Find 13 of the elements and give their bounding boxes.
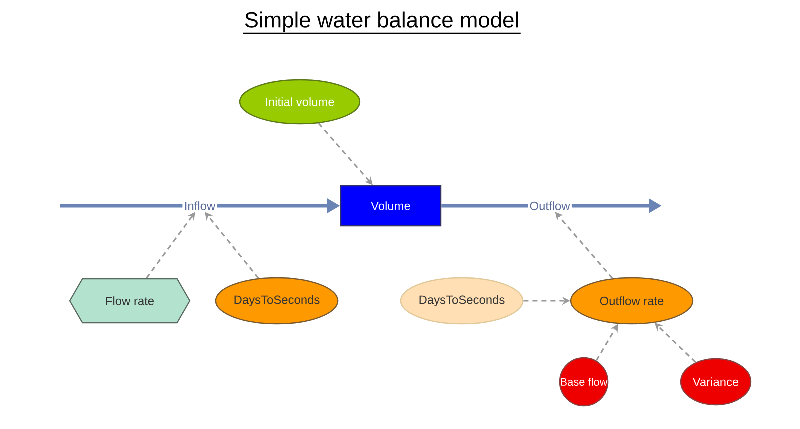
- ellipse-node: DaysToSeconds: [400, 277, 524, 325]
- ellipse-node: Outflow rate: [570, 277, 694, 325]
- flow-line: [60, 204, 183, 208]
- circle-node: Base flow: [559, 357, 609, 407]
- ellipse-node: Initial volume: [239, 79, 361, 125]
- hexagon-node: Flow rate: [69, 278, 191, 324]
- flow-label: Outflow: [528, 200, 572, 212]
- process-box: Volume: [340, 185, 442, 227]
- ellipse-node: Variance: [680, 358, 752, 406]
- ellipse-node: DaysToSeconds: [215, 277, 339, 325]
- title: Simple water balance model: [243, 12, 521, 34]
- flow-label: Inflow: [182, 200, 218, 212]
- flow-line: [442, 204, 528, 208]
